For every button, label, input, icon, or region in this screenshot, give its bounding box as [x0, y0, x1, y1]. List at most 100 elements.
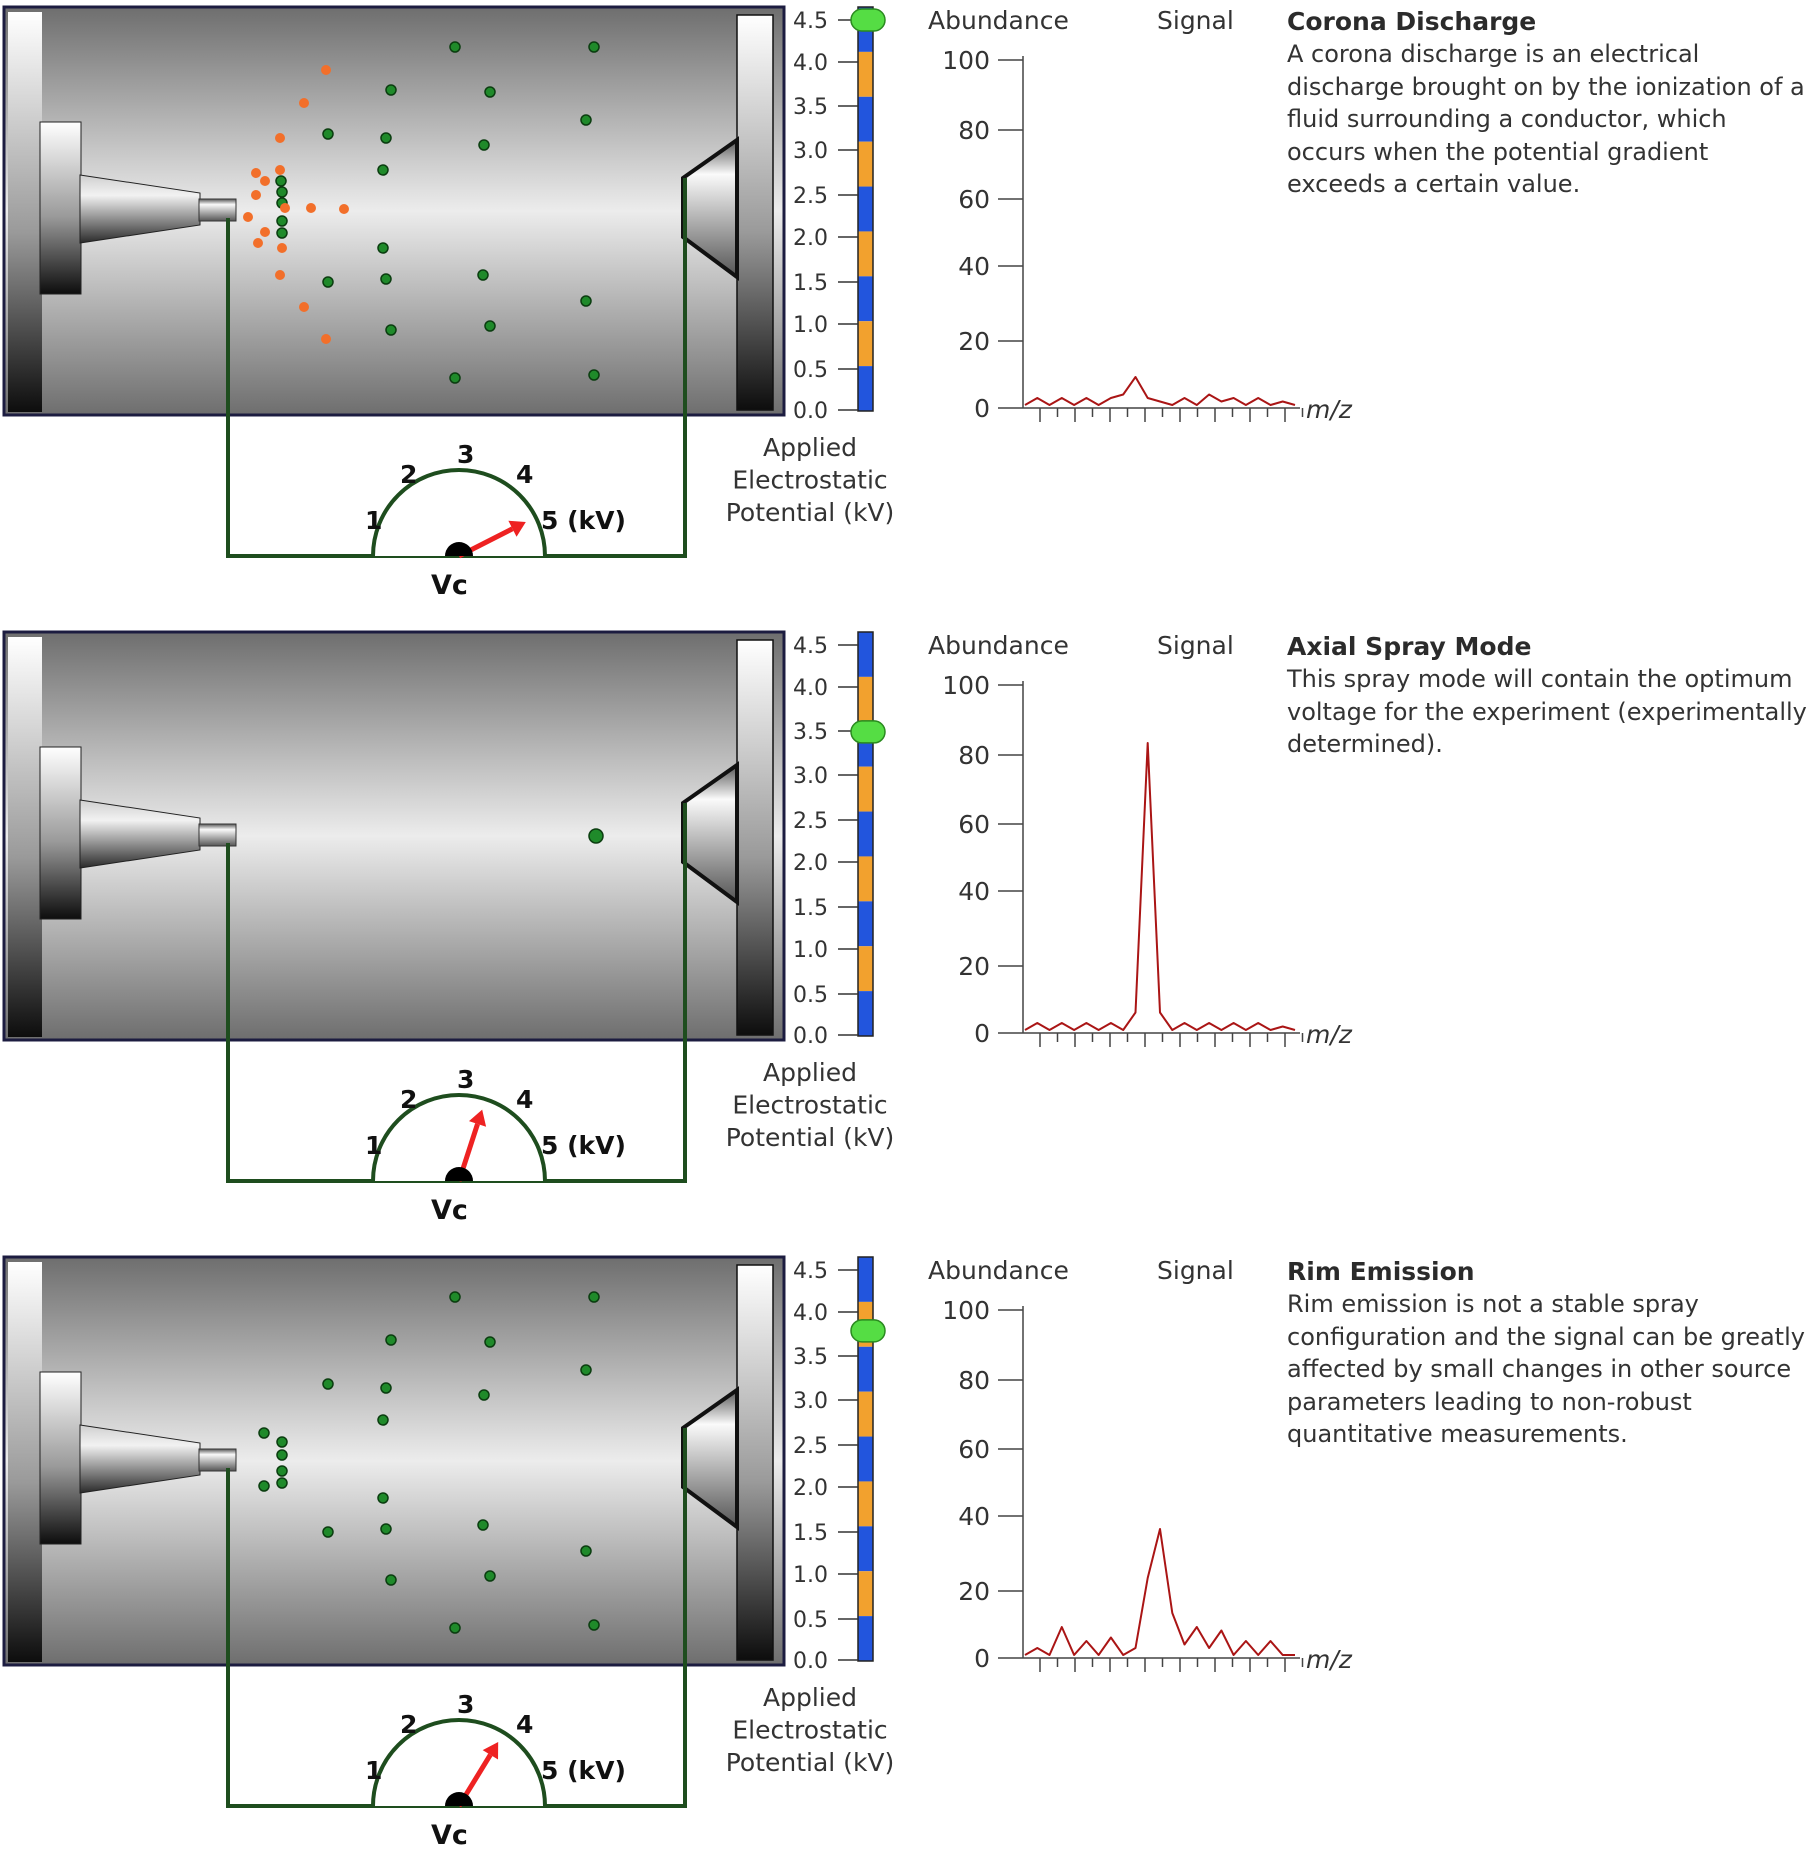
droplet-green: [380, 1523, 392, 1535]
gauge-pivot: [445, 1167, 473, 1181]
abundance-label: Abundance: [928, 631, 1069, 660]
potential-scale-segment: [858, 1571, 873, 1617]
y-tick-label: 100: [942, 46, 990, 75]
counter-electrode: [736, 14, 774, 411]
droplet-orange: [306, 203, 316, 213]
gauge-tick-label: 1: [365, 1756, 382, 1785]
panel-title-rim: Rim Emission: [1287, 1257, 1475, 1286]
gauge-needle-head: [468, 1109, 487, 1127]
potential-scale-segment: [858, 1481, 873, 1527]
droplet-green: [380, 132, 392, 144]
gauge-pivot: [445, 542, 473, 556]
left-electrode: [8, 637, 42, 1037]
panel-title-axial: Axial Spray Mode: [1287, 632, 1532, 661]
droplet-green: [276, 227, 288, 239]
gauge-tick-label: 5 (kV): [541, 1131, 626, 1160]
scale-tick-label: 4.5: [793, 1259, 828, 1284]
droplet-green: [258, 1480, 270, 1492]
droplet-orange: [260, 176, 270, 186]
applied-potential-label: Electrostatic: [732, 1091, 887, 1120]
scale-tick-label: 1.0: [793, 1563, 828, 1588]
droplet-green: [276, 1436, 288, 1448]
left-electrode: [8, 1262, 42, 1662]
droplet-green: [449, 372, 461, 384]
y-tick-label: 20: [958, 952, 990, 981]
gauge-tick-label: 5 (kV): [541, 506, 626, 535]
signal-label: Signal: [1157, 631, 1234, 660]
droplet-orange: [299, 302, 309, 312]
scale-tick-label: 2.5: [793, 809, 828, 834]
scale-tick-label: 2.0: [793, 226, 828, 251]
droplet-orange: [321, 65, 331, 75]
y-tick-label: 100: [942, 671, 990, 700]
potential-scale-segment: [858, 1436, 873, 1482]
potential-slider: [850, 8, 886, 32]
signal-label: Signal: [1157, 1256, 1234, 1285]
droplet-orange: [280, 203, 290, 213]
droplet-green: [322, 128, 334, 140]
y-tick-label: 80: [958, 1366, 990, 1395]
potential-scale-segment: [858, 991, 873, 1036]
droplet-green: [477, 269, 489, 281]
scale-tick-label: 3.5: [793, 720, 828, 745]
scale-tick-label: 2.5: [793, 184, 828, 209]
scale-tick-label: 0.5: [793, 358, 828, 383]
mz-label: m/z: [1306, 395, 1353, 424]
gauge-tick-label: 4: [516, 460, 533, 489]
gauge-tick-label: 2: [400, 460, 417, 489]
gauge-tick-label: 5 (kV): [541, 1756, 626, 1785]
droplet-green: [322, 1526, 334, 1538]
signal-line: [1024, 742, 1296, 1031]
scale-tick-label: 0.0: [793, 1649, 828, 1674]
droplet-green: [478, 139, 490, 151]
potential-scale-segment: [858, 1616, 873, 1661]
potential-scale-segment: [858, 1526, 873, 1572]
abundance-label: Abundance: [928, 1256, 1069, 1285]
droplet-green: [276, 1449, 288, 1461]
scale-tick-label: 4.5: [793, 9, 828, 34]
y-tick-label: 20: [958, 1577, 990, 1606]
droplet-orange: [275, 270, 285, 280]
counter-electrode: [736, 639, 774, 1036]
gauge-tick-label: 3: [457, 440, 474, 469]
vc-label: Vc: [431, 570, 468, 600]
droplet-green: [478, 1389, 490, 1401]
droplet-green: [588, 41, 600, 53]
potential-scale-segment: [858, 1346, 873, 1392]
capillary-tip: [198, 198, 237, 222]
scale-tick-label: 0.5: [793, 1608, 828, 1633]
y-tick-label: 100: [942, 1296, 990, 1325]
mz-label: m/z: [1306, 1645, 1353, 1674]
y-tick-label: 80: [958, 116, 990, 145]
gauge-needle-head: [482, 1742, 499, 1760]
scale-tick-label: 3.5: [793, 1345, 828, 1370]
droplet-orange: [275, 165, 285, 175]
scale-tick-label: 2.5: [793, 1434, 828, 1459]
scale-tick-label: 4.0: [793, 676, 828, 701]
droplet-green: [580, 1364, 592, 1376]
y-tick-label: 40: [958, 1502, 990, 1531]
y-tick-label: 60: [958, 1435, 990, 1464]
scale-tick-label: 4.0: [793, 1301, 828, 1326]
droplet-green: [580, 1545, 592, 1557]
voltmeter-gauge: [371, 1718, 547, 1807]
potential-scale-segment: [858, 96, 873, 142]
droplet-green: [322, 1378, 334, 1390]
description-corona: Corona Discharge A corona discharge is a…: [1287, 6, 1807, 201]
potential-scale-segment: [858, 811, 873, 857]
potential-scale-segment: [858, 676, 873, 722]
gauge-tick-label: 3: [457, 1065, 474, 1094]
droplet-green: [377, 242, 389, 254]
scale-tick-label: 4.5: [793, 634, 828, 659]
applied-potential-label: Potential (kV): [726, 498, 895, 527]
droplet-green: [276, 186, 288, 198]
droplet-green: [377, 164, 389, 176]
droplet-green: [580, 114, 592, 126]
capillary-tip: [198, 823, 237, 847]
droplet-orange: [339, 204, 349, 214]
scale-tick-label: 0.0: [793, 399, 828, 424]
description-axial: Axial Spray Mode This spray mode will co…: [1287, 631, 1807, 761]
